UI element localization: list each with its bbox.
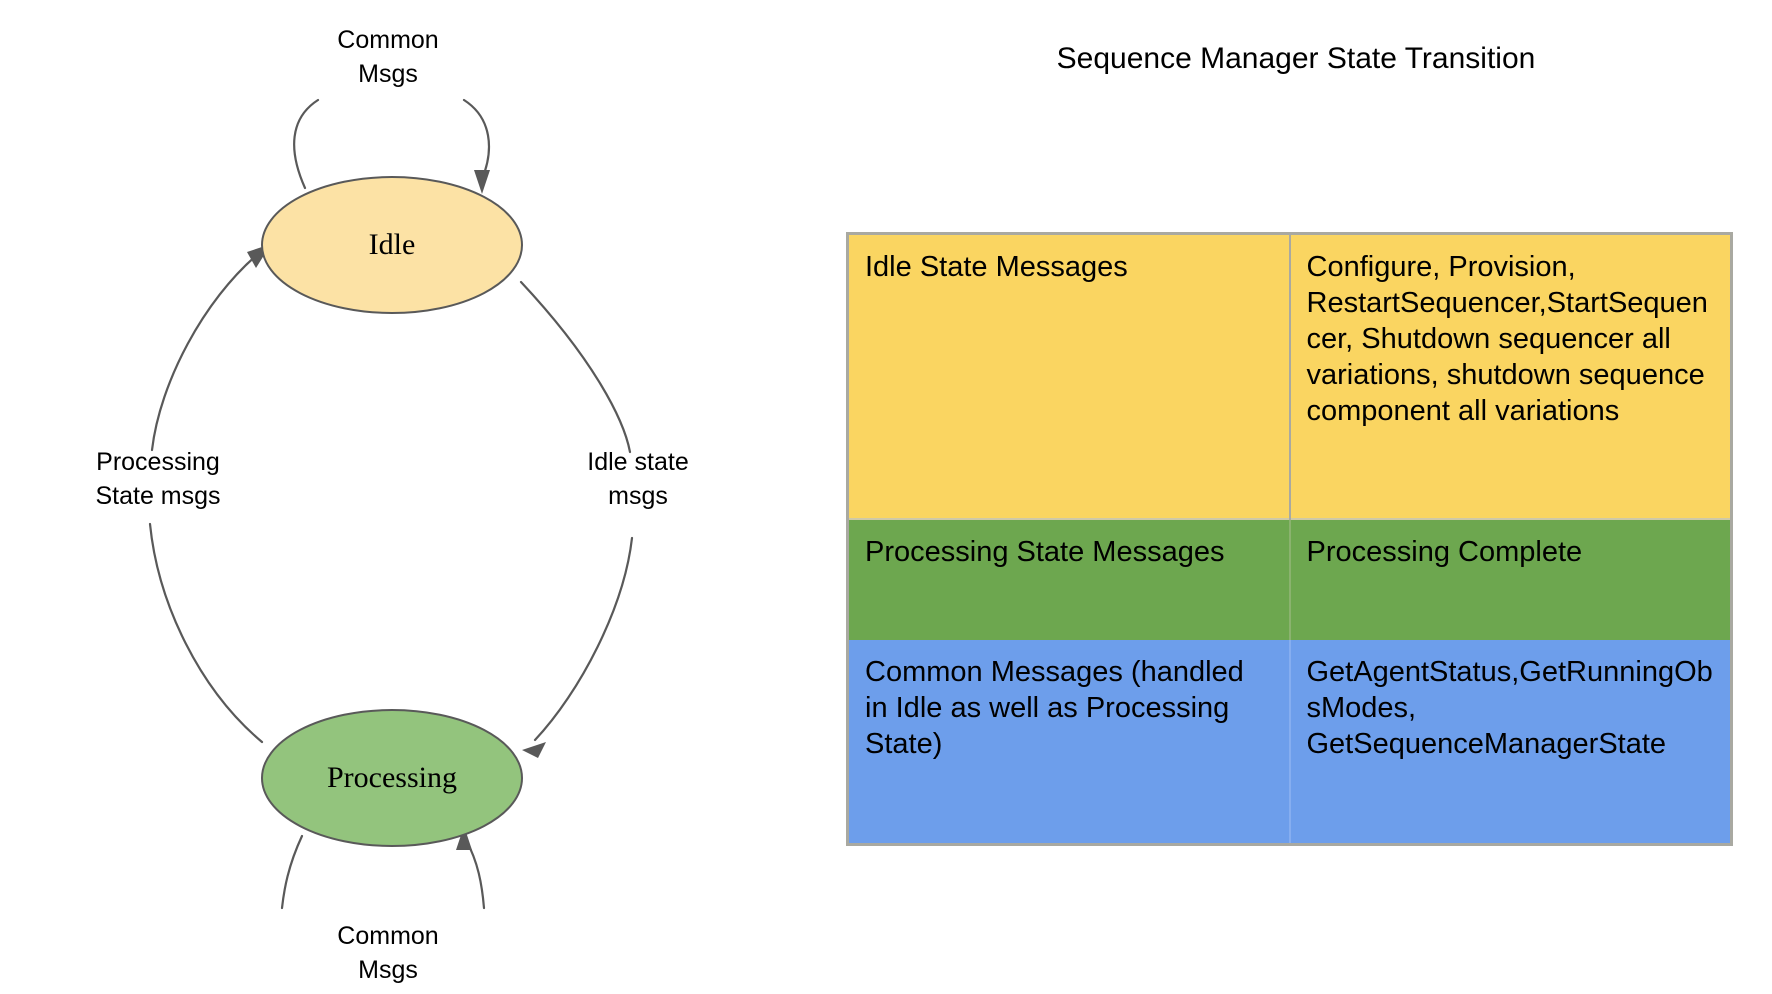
idle-to-processing-upper-arc — [519, 280, 632, 454]
transition-processing-to-idle — [148, 244, 271, 744]
table-cell-category: Common Messages (handled in Idle as well… — [847, 639, 1291, 845]
table-row: Idle State Messages Configure, Provision… — [847, 233, 1732, 519]
idle-state-label: Idle — [369, 228, 416, 261]
processing-self-loop-label-line2: Msgs — [358, 956, 418, 984]
processing-state-ellipse[interactable] — [261, 709, 523, 847]
legend-panel: Sequence Manager State Transition — [846, 40, 1732, 78]
transition-idle-self-loop — [293, 98, 491, 194]
processing-self-loop-left-arc — [280, 834, 304, 910]
transition-processing-self-loop — [280, 826, 486, 910]
processing-to-idle-label-line2: State msgs — [95, 482, 220, 510]
idle-self-loop-label-line1: Common — [337, 26, 438, 54]
processing-self-loop-label-line1: Common — [337, 922, 438, 950]
table-row: Processing State Messages Processing Com… — [847, 517, 1732, 640]
processing-state-label: Processing — [327, 761, 457, 794]
state-node-processing[interactable]: Processing — [261, 709, 523, 847]
state-diagram-canvas: Common Msgs Idle state msgs Processing S… — [95, 26, 688, 984]
table-row: Common Messages (handled in Idle as well… — [847, 639, 1732, 845]
idle-state-ellipse[interactable] — [261, 176, 523, 314]
idle-self-loop-arrowhead — [474, 170, 490, 194]
idle-self-loop-label-line2: Msgs — [358, 60, 418, 88]
processing-to-idle-lower-arc — [148, 522, 264, 744]
idle-to-processing-label-line2: msgs — [608, 482, 668, 510]
table-cell-messages: Processing Complete — [1289, 517, 1732, 640]
processing-to-idle-label-line1: Processing — [96, 448, 220, 476]
transition-idle-to-processing — [519, 280, 634, 758]
state-node-idle[interactable]: Idle — [261, 176, 523, 314]
processing-self-loop-right-arc — [464, 838, 486, 910]
idle-to-processing-label-line1: Idle state — [587, 448, 688, 476]
processing-self-loop-arrowhead — [456, 826, 472, 850]
idle-self-loop-left-arc — [293, 98, 320, 190]
state-transition-diagram: Common Msgs Idle state msgs Processing S… — [0, 0, 800, 994]
processing-to-idle-upper-arc — [150, 252, 260, 452]
page-title: Sequence Manager State Transition — [1056, 42, 1536, 75]
table-cell-messages: Configure, Provision, RestartSequencer,S… — [1289, 233, 1732, 519]
idle-to-processing-arrowhead — [522, 742, 546, 758]
state-messages-table: Idle State Messages Configure, Provision… — [846, 232, 1733, 846]
idle-self-loop-right-arc — [462, 98, 491, 181]
table-cell-category: Idle State Messages — [847, 233, 1291, 519]
idle-to-processing-lower-arc — [533, 536, 634, 742]
table-cell-category: Processing State Messages — [847, 517, 1291, 640]
table-cell-messages: GetAgentStatus,GetRunningObsModes, GetSe… — [1289, 639, 1732, 845]
